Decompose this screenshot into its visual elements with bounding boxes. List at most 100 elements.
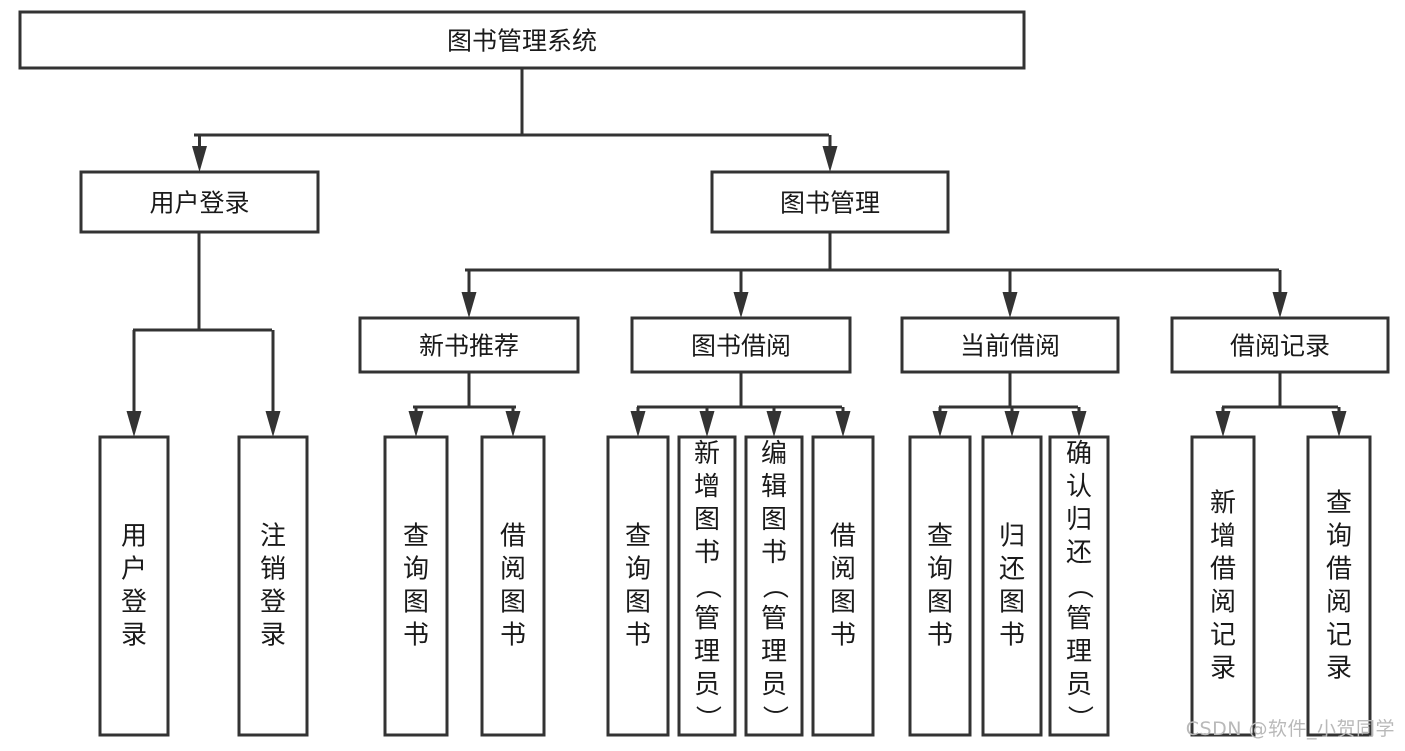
- arrow-head: [1002, 292, 1018, 318]
- node-label-char: 管: [1066, 604, 1092, 634]
- node-label-char: 图: [761, 505, 787, 535]
- bus-book-management-bus: [461, 232, 1288, 318]
- node-label-char: 归: [1066, 505, 1092, 535]
- arrow-connector: [630, 407, 646, 437]
- node-box: [677, 435, 737, 737]
- node-label-char: 记: [1210, 621, 1236, 651]
- node-label-char: 销: [260, 555, 286, 585]
- arrow-head: [265, 411, 281, 437]
- arrow-head: [1272, 292, 1288, 318]
- node-label-char: 确: [1066, 439, 1092, 469]
- arrow-head: [1004, 411, 1020, 437]
- arrow-connector: [1071, 407, 1087, 437]
- arrow-head: [192, 146, 207, 172]
- arrow-head: [505, 411, 521, 437]
- node-label-char: 增: [694, 472, 720, 502]
- node-label-char: 书: [694, 538, 720, 568]
- node-label-char: 书: [403, 621, 429, 651]
- node-label: 当前借阅: [960, 332, 1060, 361]
- node-label-char: 图: [403, 588, 429, 618]
- node-label-char: 图: [999, 588, 1025, 618]
- node-label: 新书推荐: [419, 332, 519, 361]
- arrow-head: [932, 411, 948, 437]
- node-label-char: 录: [260, 621, 286, 651]
- node-label-char: 借: [500, 522, 526, 552]
- arrow-connector: [822, 135, 838, 172]
- node-label-char: 新: [694, 439, 720, 469]
- node-label-char: 书: [761, 538, 787, 568]
- arrow-connector: [505, 407, 521, 437]
- arrow-head: [461, 292, 477, 318]
- node-label-char: 理: [761, 637, 787, 667]
- node-label-char: ）: [692, 705, 722, 731]
- arrow-connector: [126, 330, 142, 437]
- node-label-char: 书: [927, 621, 953, 651]
- node-label-char: 录: [1326, 654, 1352, 684]
- node-level3-new-book-recommend[interactable]: 新书推荐: [358, 316, 580, 374]
- node-label-char: 阅: [1210, 588, 1236, 618]
- node-root-root[interactable]: 图书管理系统: [18, 10, 1026, 70]
- node-box: [908, 435, 972, 737]
- bus-new-book-bus: [408, 372, 521, 437]
- node-label-char: 员: [694, 670, 720, 700]
- node-label-char: 理: [1066, 637, 1092, 667]
- node-box: [981, 435, 1043, 737]
- node-label-char: 户: [121, 555, 147, 585]
- node-box: [811, 435, 875, 737]
- node-level3-current-borrow[interactable]: 当前借阅: [900, 316, 1120, 374]
- node-box: [237, 435, 309, 737]
- arrow-head: [630, 411, 646, 437]
- node-box: [79, 170, 320, 234]
- arrow-connector: [1002, 270, 1018, 318]
- bus-borrow-records-bus: [1215, 372, 1347, 437]
- node-level3-book-borrow[interactable]: 图书借阅: [630, 316, 852, 374]
- arrow-connector: [1331, 407, 1347, 437]
- node-label-char: 图: [500, 588, 526, 618]
- node-label-char: 辑: [761, 472, 787, 502]
- arrow-head: [408, 411, 424, 437]
- arrow-head: [835, 411, 851, 437]
- node-label-char: 查: [625, 522, 651, 552]
- node-label-char: 询: [403, 555, 429, 585]
- arrow-head: [126, 411, 142, 437]
- node-level2-user-login[interactable]: 用户登录: [79, 170, 320, 234]
- node-label-char: 员: [1066, 670, 1092, 700]
- node-level2-book-management[interactable]: 图书管理: [710, 170, 950, 234]
- node-label-char: 记: [1326, 621, 1352, 651]
- node-box: [630, 316, 852, 374]
- node-level3-borrow-records[interactable]: 借阅记录: [1170, 316, 1390, 374]
- node-label: 图书借阅: [691, 332, 791, 361]
- node-label-char: 还: [999, 555, 1025, 585]
- node-box: [358, 316, 580, 374]
- node-label-char: 编: [761, 439, 787, 469]
- arrow-connector: [766, 407, 782, 437]
- node-label-char: （: [692, 573, 722, 599]
- node-label-char: ）: [1064, 705, 1094, 731]
- node-box: [98, 435, 170, 737]
- node-box: [900, 316, 1120, 374]
- node-leaf-user-login-action[interactable]: 用户登录: [98, 435, 170, 737]
- node-label-char: 书: [625, 621, 651, 651]
- arrow-connector: [265, 330, 281, 437]
- arrow-connector: [192, 135, 207, 172]
- node-label-char: 书: [830, 621, 856, 651]
- arrow-connector: [1272, 270, 1288, 318]
- node-label-char: 阅: [830, 555, 856, 585]
- node-label-char: 图: [830, 588, 856, 618]
- node-label-char: 书: [999, 621, 1025, 651]
- node-label-char: 新: [1210, 489, 1236, 519]
- node-label: 图书管理系统: [447, 27, 597, 56]
